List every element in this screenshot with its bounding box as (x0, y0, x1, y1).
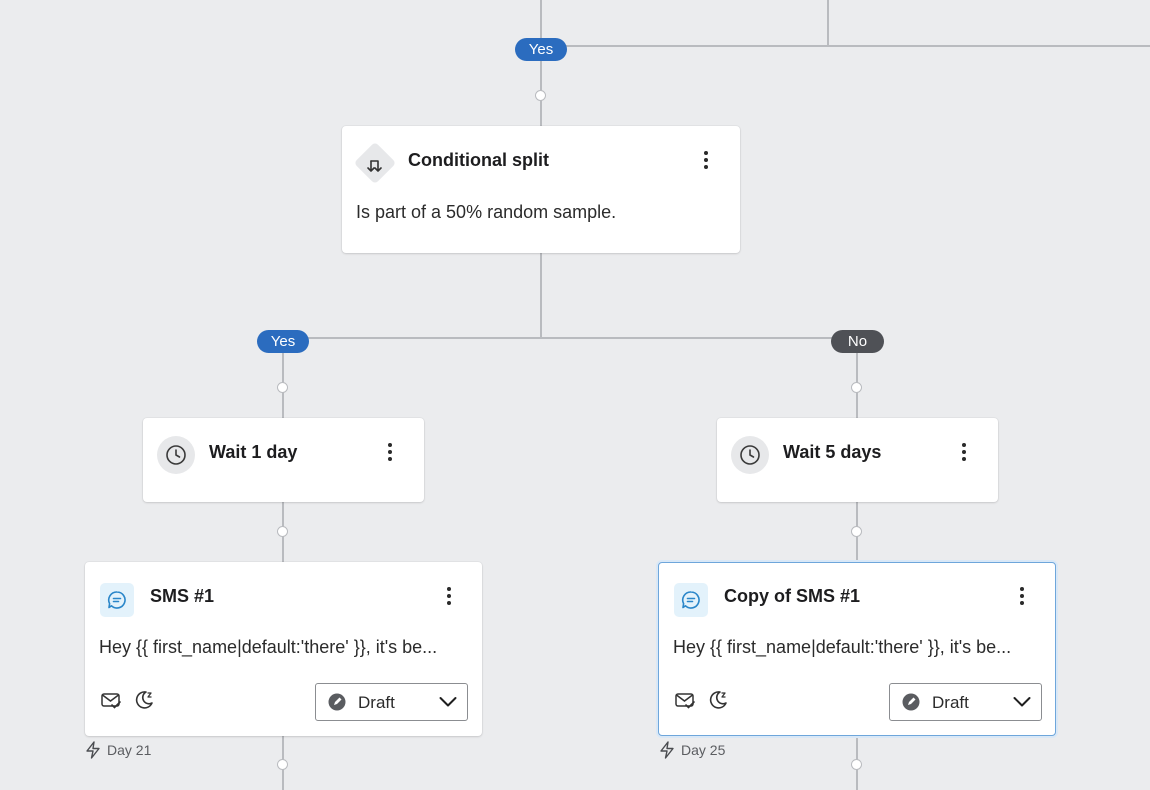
wait-card[interactable]: Wait 1 day (143, 418, 424, 502)
moon-icon[interactable] (133, 689, 155, 711)
condition-description: Is part of a 50% random sample. (356, 202, 617, 222)
status-select[interactable]: Draft (315, 683, 468, 721)
branch-yes-pill: Yes (257, 330, 309, 353)
sms-card-selected[interactable]: Copy of SMS #1 Hey {{ first_name|default… (658, 562, 1056, 736)
connector-dot[interactable] (851, 382, 862, 393)
status-icon (902, 693, 920, 711)
connector-line (827, 0, 829, 46)
more-options-icon[interactable] (1014, 583, 1030, 607)
chevron-down-icon (1013, 697, 1031, 707)
day-label: Day 21 (107, 742, 152, 758)
split-arrows-icon (367, 160, 382, 172)
connector-dot[interactable] (535, 90, 546, 101)
connector-line (282, 337, 284, 419)
sms-preview-text: Hey {{ first_name|default:'there' }}, it… (99, 637, 438, 657)
connector-dot[interactable] (277, 382, 288, 393)
clock-icon (740, 445, 760, 465)
card-title: Wait 5 days (783, 442, 882, 462)
more-options-icon[interactable] (698, 147, 714, 171)
day-label: Day 25 (681, 742, 726, 758)
sms-card[interactable]: SMS #1 Hey {{ first_name|default:'there'… (85, 562, 482, 736)
card-title: Wait 1 day (209, 442, 298, 462)
connector-dot[interactable] (277, 759, 288, 770)
connector-dot[interactable] (851, 759, 862, 770)
connector-line (856, 337, 858, 419)
sms-preview-text: Hey {{ first_name|default:'there' }}, it… (673, 637, 1012, 657)
status-select[interactable]: Draft (889, 683, 1042, 721)
status-label: Draft (932, 693, 969, 712)
lightning-icon (660, 741, 674, 759)
email-check-icon[interactable] (100, 689, 122, 711)
status-icon (328, 693, 346, 711)
clock-icon (166, 445, 186, 465)
more-options-icon[interactable] (956, 439, 972, 463)
connector-line (283, 337, 857, 339)
more-options-icon[interactable] (441, 583, 457, 607)
more-options-icon[interactable] (382, 439, 398, 463)
wait-card[interactable]: Wait 5 days (717, 418, 998, 502)
email-check-icon[interactable] (674, 689, 696, 711)
message-icon (107, 591, 126, 609)
connector-dot[interactable] (277, 526, 288, 537)
branch-yes-pill: Yes (515, 38, 567, 61)
connector-dot[interactable] (851, 526, 862, 537)
connector-line (540, 45, 1150, 47)
message-icon (681, 591, 700, 609)
card-title: Copy of SMS #1 (724, 586, 861, 606)
sms-icon-bg (100, 583, 134, 617)
status-label: Draft (358, 693, 395, 712)
branch-no-pill: No (831, 330, 884, 353)
conditional-split-card[interactable]: Conditional split Is part of a 50% rando… (342, 126, 740, 253)
connector-line (540, 252, 542, 338)
card-title: Conditional split (408, 150, 549, 170)
sms-icon-bg (674, 583, 708, 617)
moon-icon[interactable] (707, 689, 729, 711)
chevron-down-icon (439, 697, 457, 707)
connector-line (540, 0, 542, 126)
lightning-icon (86, 741, 100, 759)
card-title: SMS #1 (150, 586, 215, 606)
